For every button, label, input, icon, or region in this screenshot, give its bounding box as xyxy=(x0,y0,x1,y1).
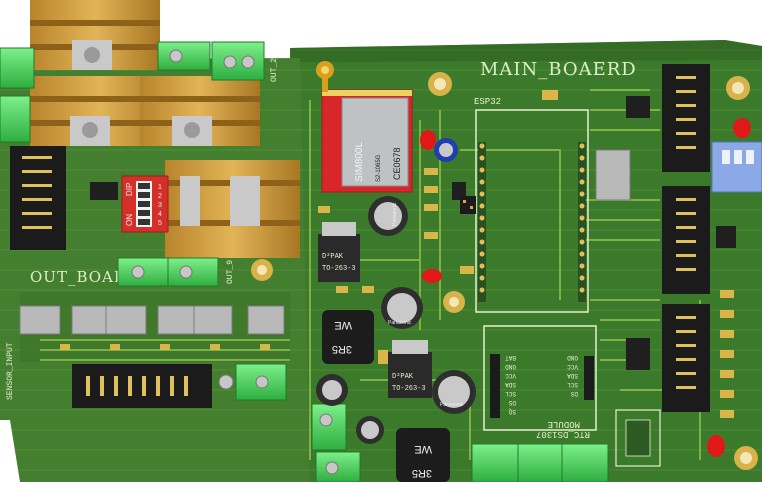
red-leds xyxy=(420,118,751,457)
heatsink-4 xyxy=(165,160,300,258)
inductor-1 xyxy=(322,310,374,364)
cap-brand-3: Panasonic xyxy=(440,402,464,408)
heatsink-3 xyxy=(140,76,260,146)
dip-on-label: ON xyxy=(125,214,134,226)
esp32-label: ESP32 xyxy=(474,97,501,107)
sim-mark-model: S2-1065G xyxy=(376,154,382,182)
rtc-pin-scl-r: SCL xyxy=(567,381,578,388)
sensor-input-label: SENSOR_INPUT xyxy=(6,342,15,400)
mounting-holes xyxy=(251,72,758,470)
rtc-pin-sda-r: SDA xyxy=(567,372,578,379)
terminal-mid-2 xyxy=(167,257,219,287)
dip-num-5: 5 xyxy=(158,220,162,227)
rtc-pin-ds-r: DS xyxy=(570,390,578,397)
sim800l-label: SIM800L xyxy=(354,142,365,182)
inductor-1-brand: WE xyxy=(334,319,352,331)
terminal-screws xyxy=(131,49,339,475)
rtc-pin-ds: DS xyxy=(508,399,516,406)
rtc-pin-vcc-r: VCC xyxy=(567,363,578,370)
regulator-2 xyxy=(388,340,432,398)
esp32-pins xyxy=(479,143,585,293)
rtc-pin-vcc: VCC xyxy=(505,372,516,379)
rtc-pin-sda: SDA xyxy=(505,381,516,388)
sensor-connectors xyxy=(19,149,631,335)
capacitors xyxy=(316,138,476,444)
regulator-2-dpak: D²PAK xyxy=(392,373,414,381)
dip-num-1: 1 xyxy=(158,184,162,191)
regulator-2-package: TO-263-3 xyxy=(392,385,426,393)
terminal-top-1 xyxy=(157,41,211,71)
rtc-label: RTC_DS1307 xyxy=(536,429,590,439)
rtc-pin-scl: SCL xyxy=(505,390,516,397)
regulator-1-package: TO-263-3 xyxy=(322,265,356,273)
terminal-top-2 xyxy=(211,41,265,81)
heatsink-1 xyxy=(30,0,160,70)
main-board-label: MAIN_BOAERD xyxy=(480,59,637,80)
dip-num-4: 4 xyxy=(158,211,162,218)
dip-num-3: 3 xyxy=(158,202,162,209)
sim-mark-ce: CE0678 xyxy=(392,147,402,180)
header-pins xyxy=(22,76,696,396)
blue-dip-switch xyxy=(711,141,762,193)
terminal-main-bottom-3 xyxy=(561,443,609,482)
rtc-pin-gnd: GND xyxy=(505,363,516,370)
rtc-pin-sq: SQ xyxy=(508,408,516,415)
inductor-2-brand: WE xyxy=(414,443,432,455)
cap-brand-2: Panasonic xyxy=(388,320,412,326)
regulator-1-dpak: D²PAK xyxy=(322,253,344,261)
out-board-label: OUT_BOARD xyxy=(30,268,139,286)
rtc-pin-gnd-r: GND xyxy=(567,354,578,361)
terminal-left-mid xyxy=(0,95,31,143)
rtc-label-module: MODULE xyxy=(548,419,580,429)
rtc-module xyxy=(483,325,597,431)
inductor-2 xyxy=(396,428,450,482)
smd-ics xyxy=(90,96,736,370)
terminal-top-left xyxy=(0,47,35,89)
terminal-main-bottom-2 xyxy=(517,443,565,482)
smd-passives xyxy=(60,90,734,418)
cap-brand-1: Panasonic xyxy=(392,202,398,226)
terminal-blocks xyxy=(0,41,609,482)
dip-switch xyxy=(121,175,169,233)
traces xyxy=(40,89,701,460)
dip-label: DIP xyxy=(125,183,134,196)
out2-label: OUT_2 xyxy=(270,58,279,82)
inductor-1-value: 3R5 xyxy=(332,343,352,355)
regulator-1 xyxy=(318,222,360,282)
inductor-2-value: 3R5 xyxy=(412,467,432,479)
heatsinks xyxy=(30,0,300,258)
terminal-main-bottom-1 xyxy=(471,443,519,482)
sim800l-module xyxy=(316,61,413,193)
jumper xyxy=(460,196,476,214)
rtc-pin-bat: BAT xyxy=(505,354,516,361)
out9-label: OUT_9 xyxy=(226,260,235,284)
terminal-main-left-1 xyxy=(311,403,347,451)
dip-num-2: 2 xyxy=(158,193,162,200)
ic-socket xyxy=(615,409,661,467)
